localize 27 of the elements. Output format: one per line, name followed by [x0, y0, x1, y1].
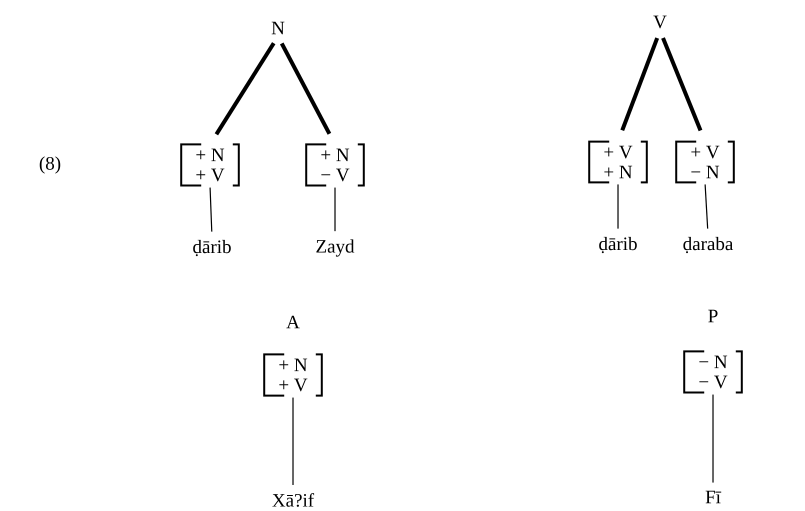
tree-branch: [209, 188, 212, 232]
word: ḍārib: [599, 236, 637, 254]
tree-branch: [704, 184, 708, 229]
tree-branch: [620, 37, 660, 132]
feature-matrix: + V + N: [588, 140, 648, 184]
feature-matrix: + N + V: [180, 143, 240, 187]
feature-matrix: + N + V: [263, 353, 323, 397]
word: Zayd: [316, 239, 354, 257]
feature-matrix: + V − N: [675, 140, 735, 184]
word: Fī: [706, 490, 722, 504]
tree-branch: [334, 188, 336, 232]
word: ḍaraba: [683, 236, 734, 254]
tree-branch: [712, 394, 714, 483]
category-label: V: [653, 16, 667, 28]
word: Xā?if: [272, 493, 314, 507]
feature-matrix: + N − V: [305, 143, 365, 187]
tree-branch: [214, 42, 276, 136]
tree-branch: [617, 184, 619, 229]
word: ḍārib: [193, 240, 231, 256]
tree-branch: [280, 42, 332, 135]
category-label: A: [286, 316, 300, 328]
feature-matrix: − N − V: [683, 350, 743, 394]
category-label: N: [272, 22, 284, 34]
tree-branch: [292, 398, 294, 485]
example-number: (8): [40, 156, 60, 174]
tree-branch: [661, 37, 702, 132]
category-label: P: [708, 310, 718, 322]
